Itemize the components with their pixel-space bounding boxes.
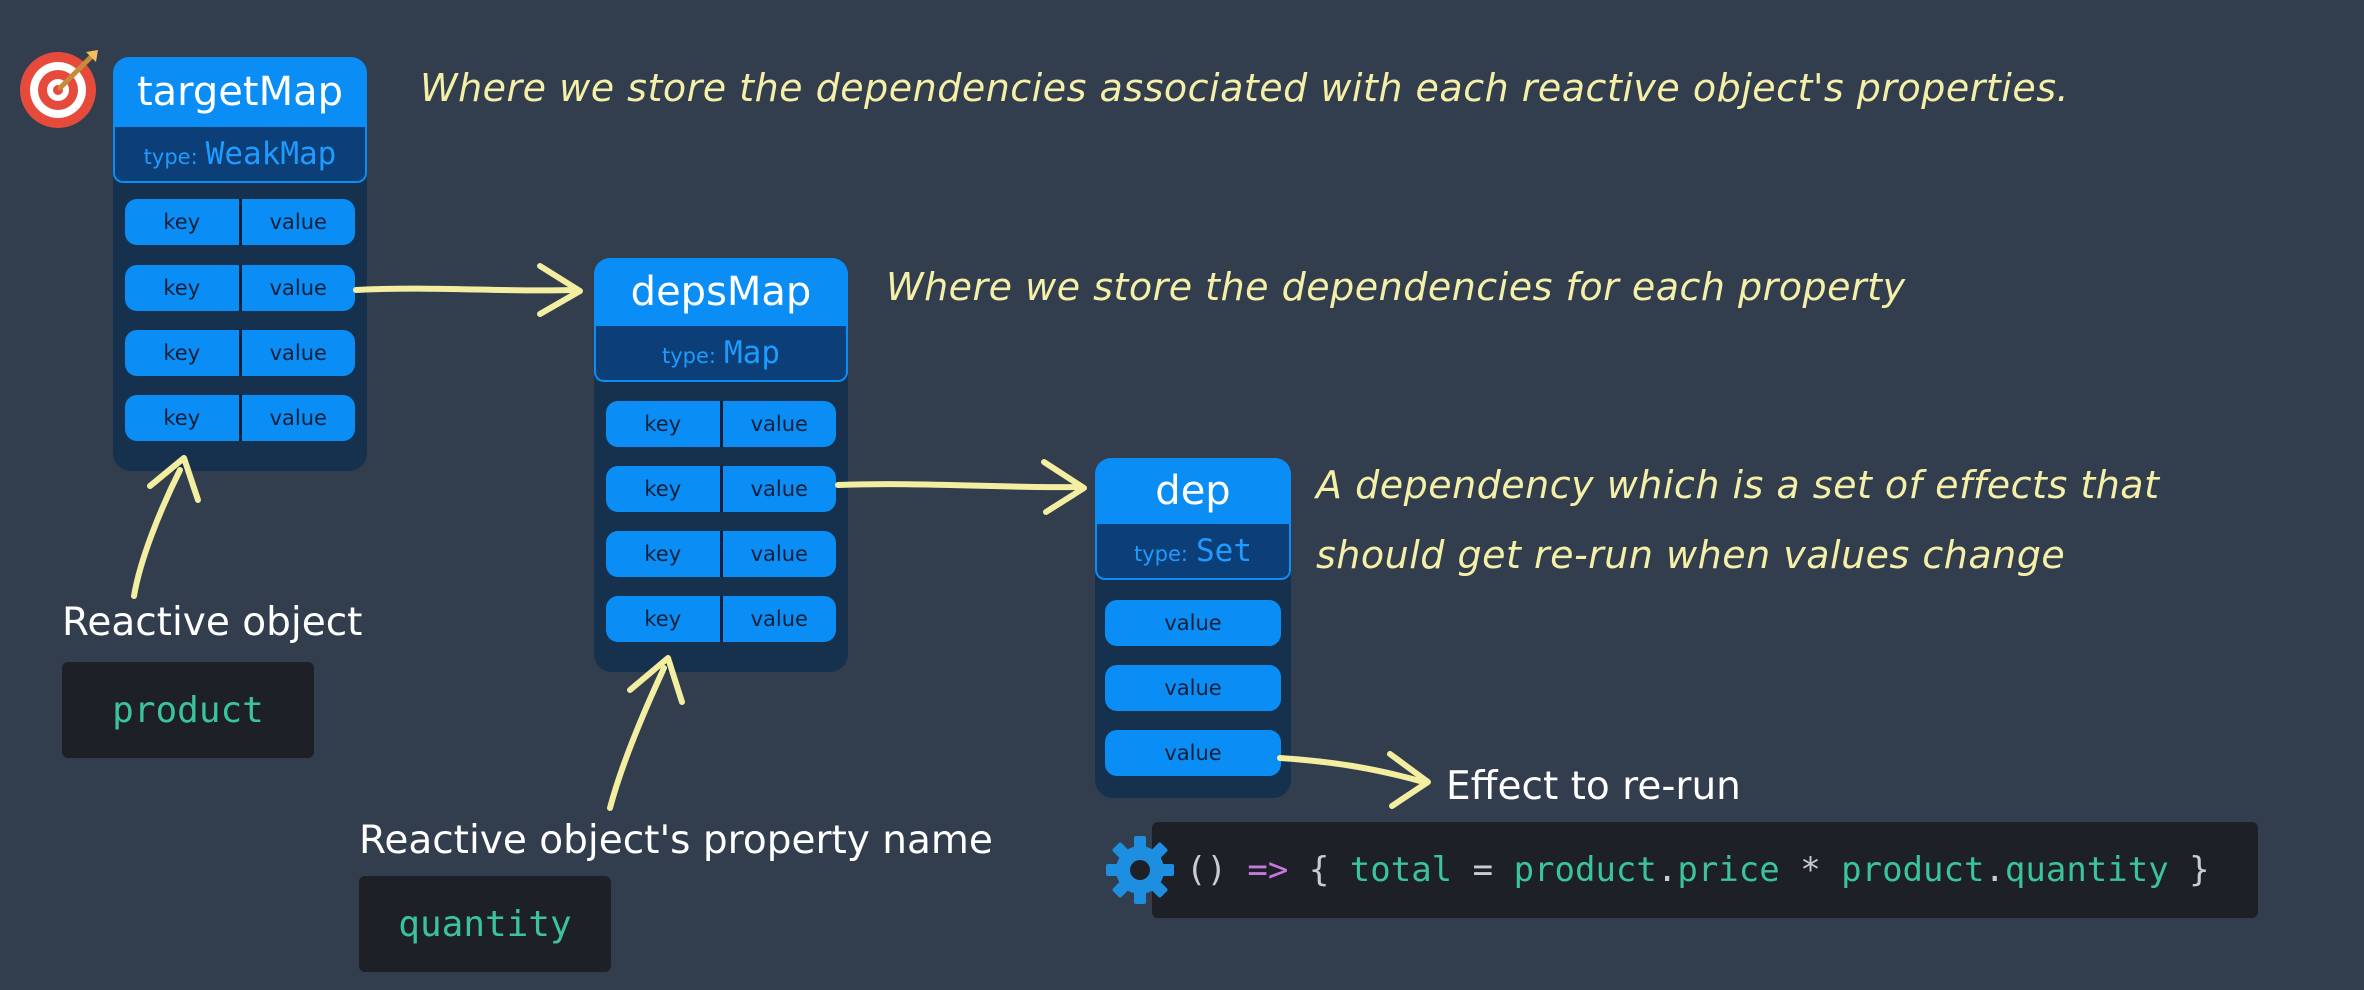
arrow-to-deps-map xyxy=(353,285,577,294)
row-value: value xyxy=(750,412,808,436)
arrowhead xyxy=(537,263,583,317)
code-brace-close: } xyxy=(2168,850,2210,890)
row-value: value xyxy=(269,406,327,430)
target-map-title: targetMap xyxy=(113,57,367,127)
arrow-to-deps-map-from-property xyxy=(607,665,667,811)
type-label: type: xyxy=(1134,542,1188,566)
type-value: WeakMap xyxy=(205,136,337,172)
arrow-to-target-map xyxy=(131,467,183,599)
row-value: value xyxy=(750,607,808,631)
target-map-row: key value xyxy=(125,199,355,245)
code-quantity: quantity xyxy=(2004,850,2169,890)
gear-icon xyxy=(1106,836,1174,904)
target-icon xyxy=(20,50,98,128)
target-map-row: key value xyxy=(125,265,355,311)
row-value: value xyxy=(750,542,808,566)
type-value: Map xyxy=(724,335,780,371)
target-map-row: key value xyxy=(125,330,355,376)
arrow-to-dep xyxy=(835,481,1081,491)
target-map-box: targetMap type: WeakMap key value key val… xyxy=(113,57,367,471)
code-dot: . xyxy=(1984,850,2005,890)
dep-value-row: value xyxy=(1105,600,1281,646)
deps-map-type: type: Map xyxy=(594,324,848,382)
row-key: key xyxy=(606,596,723,642)
dep-type: type: Set xyxy=(1095,522,1291,580)
effect-code: () => { total = product.price * product.… xyxy=(1152,822,2258,918)
arrowhead xyxy=(627,655,685,705)
target-map-type: type: WeakMap xyxy=(113,125,367,183)
code-equals: = xyxy=(1452,850,1514,890)
dep-value-row: value xyxy=(1105,730,1281,776)
row-key: key xyxy=(606,401,723,447)
code-total: total xyxy=(1349,850,1453,890)
dep-note-line1: A dependency which is a set of effects t… xyxy=(1316,463,2160,507)
code-parens: () xyxy=(1186,850,1248,890)
dep-box: dep type: Set value value value xyxy=(1095,458,1291,798)
row-key: key xyxy=(125,199,242,245)
type-label: type: xyxy=(662,344,716,368)
reactive-object-code: product xyxy=(62,662,314,758)
code-price: price xyxy=(1677,850,1780,890)
type-label: type: xyxy=(143,145,198,169)
code-multiply: * xyxy=(1779,850,1842,890)
arrowhead xyxy=(1041,459,1087,515)
deps-map-note: Where we store the dependencies for each… xyxy=(886,265,1906,309)
target-map-note: Where we store the dependencies associat… xyxy=(420,66,2070,110)
deps-map-row: key value xyxy=(606,401,836,447)
row-value: value xyxy=(1164,611,1222,635)
row-key: key xyxy=(125,395,242,441)
row-value: value xyxy=(1164,676,1222,700)
reactive-object-label: Reactive object xyxy=(62,600,363,645)
code-product: product xyxy=(1513,850,1657,890)
code-arrow: => xyxy=(1247,850,1289,890)
row-value: value xyxy=(269,276,327,300)
property-name-code: quantity xyxy=(359,876,611,972)
target-map-row: key value xyxy=(125,395,355,441)
deps-map-row: key value xyxy=(606,596,836,642)
dep-note-line2: should get re-run when values change xyxy=(1316,533,2066,577)
property-name-label: Reactive object's property name xyxy=(359,818,993,863)
deps-map-row: key value xyxy=(606,466,836,512)
arrowhead xyxy=(147,455,201,503)
row-value: value xyxy=(269,210,327,234)
row-value: value xyxy=(269,341,327,365)
row-key: key xyxy=(606,466,723,512)
effect-label: Effect to re-run xyxy=(1446,764,1741,809)
row-key: key xyxy=(125,330,242,376)
code-product: product xyxy=(1841,850,1985,890)
deps-map-title: depsMap xyxy=(594,258,848,326)
row-value: value xyxy=(1164,741,1222,765)
deps-map-row: key value xyxy=(606,531,836,577)
row-value: value xyxy=(750,477,808,501)
code-dot: . xyxy=(1656,850,1678,890)
row-key: key xyxy=(606,531,723,577)
arrow-to-effect xyxy=(1277,755,1423,784)
dep-value-row: value xyxy=(1105,665,1281,711)
arrowhead xyxy=(1387,751,1431,809)
deps-map-box: depsMap type: Map key value key value key… xyxy=(594,258,848,672)
dep-title: dep xyxy=(1095,458,1291,524)
code-brace-open: { xyxy=(1288,850,1350,890)
type-value: Set xyxy=(1196,533,1252,569)
row-key: key xyxy=(125,265,242,311)
